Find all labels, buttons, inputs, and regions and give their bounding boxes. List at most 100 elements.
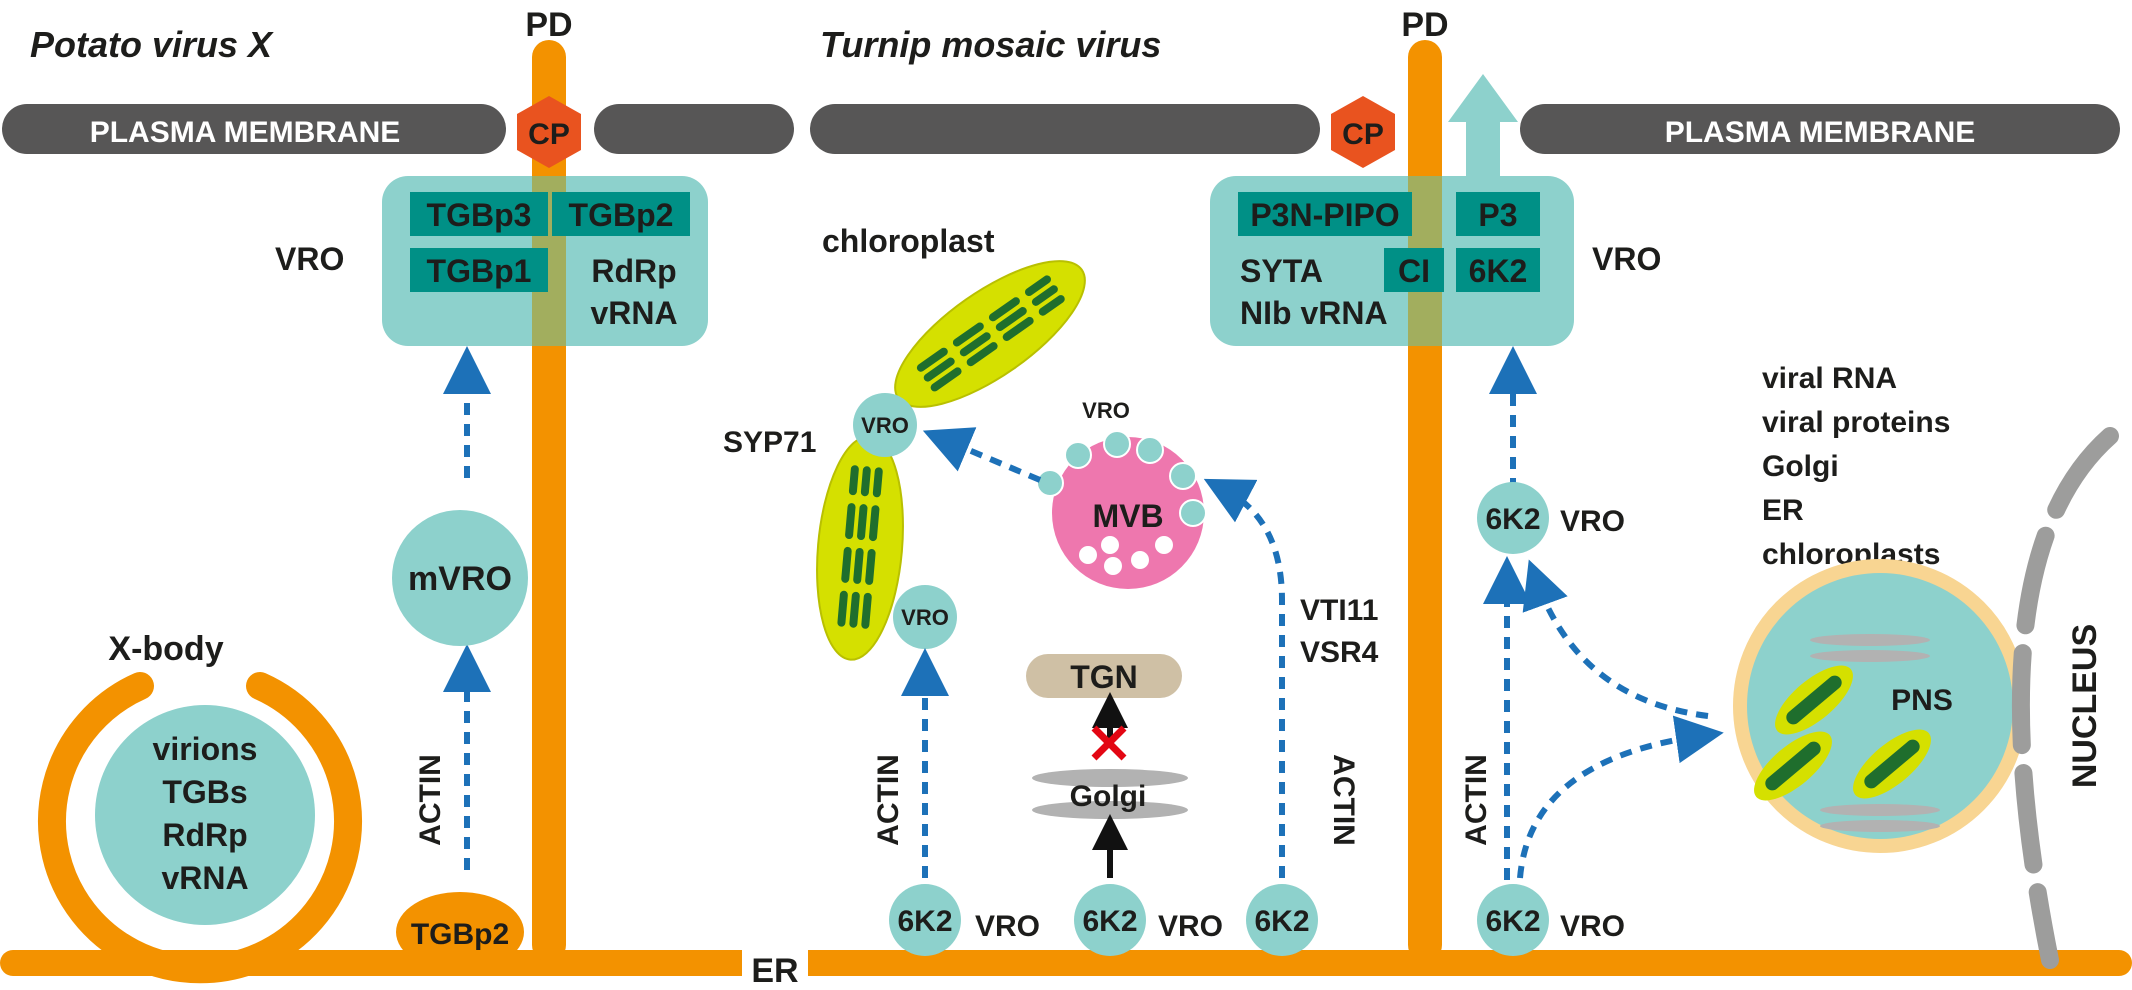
xbody-core — [95, 705, 315, 925]
arrow-pns-to-6k2 — [1522, 559, 1709, 719]
tumv-actin-label-left: ACTIN — [872, 754, 905, 846]
tumv-actin-label-mid: ACTIN — [1327, 754, 1360, 846]
arrow-mvb-to-syp71 — [922, 427, 1042, 483]
tumv-plasma-membrane-right — [1520, 104, 2120, 154]
golgi-label: Golgi — [1070, 780, 1147, 813]
er-label: ER — [751, 952, 798, 990]
xbody-title: X-body — [108, 630, 223, 668]
xbody-tgbs: TGBs — [162, 774, 247, 810]
tumv-plasma-membrane-label: PLASMA MEMBRANE — [1665, 116, 1976, 149]
er-tgbp2-label: TGBp2 — [411, 918, 509, 951]
nucleus-envelope — [2011, 427, 2119, 969]
mvro-label: mVRO — [408, 560, 512, 598]
er-6k2-site-4 — [1477, 884, 1549, 956]
vro-6k2-tag — [1456, 248, 1540, 292]
pns-chloroplast-2 — [1754, 731, 1832, 801]
mvb-label: MVB — [1092, 498, 1163, 534]
chloroplast-label: chloroplast — [822, 223, 995, 259]
tgbp1-tag — [410, 248, 548, 292]
pns-list-item-2: viral proteins — [1762, 406, 1950, 439]
tgbp2-tag — [552, 192, 690, 236]
chloroplast-vro-upper-label: VRO — [861, 413, 909, 438]
mvb-vro-label: VRO — [1082, 398, 1130, 423]
tgbp3-label: TGBp3 — [427, 197, 532, 233]
er-vro-label-3: VRO — [1560, 910, 1625, 943]
pvx-actin-label: ACTIN — [414, 754, 447, 846]
nucleus-label: NUCLEUS — [2066, 624, 2104, 788]
arrow-er-to-mvb — [1203, 478, 1285, 878]
tgbp1-label: TGBp1 — [427, 253, 532, 289]
xbody-ring — [38, 672, 362, 984]
pvx-title: Potato virus X — [30, 24, 274, 65]
upper-vro-label: VRO — [1560, 505, 1625, 538]
chloroplast-upper — [894, 260, 1086, 408]
ci-label: CI — [1398, 253, 1430, 289]
tgn-label: TGN — [1070, 659, 1138, 695]
pvx-vro-label: VRO — [275, 241, 344, 277]
pns-golgi-bottom — [1820, 804, 1940, 832]
xbody-virions: virions — [153, 731, 258, 767]
pvx-cp-label: CP — [528, 118, 570, 151]
pvx-vrna-label: vRNA — [590, 295, 677, 331]
pns-list-item-4: ER — [1762, 494, 1804, 527]
vro-6k2-label: 6K2 — [1469, 253, 1528, 289]
er-6k2-site-3-label: 6K2 — [1254, 905, 1309, 938]
tgn-box — [1026, 654, 1182, 698]
tumv-pd-label: PD — [1401, 6, 1448, 44]
pvx-plasma-membrane-label: PLASMA MEMBRANE — [90, 116, 401, 149]
tumv-export-arrow — [1448, 74, 1518, 180]
pvx-pd-label: PD — [525, 6, 572, 44]
er-membrane — [0, 950, 2132, 976]
tgbp3-tag — [410, 192, 548, 236]
er-6k2-site-3 — [1246, 884, 1318, 956]
er-6k2-site-4-label: 6K2 — [1485, 905, 1540, 938]
pvx-cp-hexagon — [517, 96, 581, 168]
vsr4-label: VSR4 — [1300, 636, 1379, 669]
er-6k2-site-2-label: 6K2 — [1082, 905, 1137, 938]
syta-label: SYTA — [1240, 253, 1323, 289]
tumv-plasma-membrane-left — [810, 104, 1320, 154]
xbody-rdrp: RdRp — [162, 817, 247, 853]
pns-list-item-3: Golgi — [1762, 450, 1839, 483]
chloroplast-vro-lower — [893, 585, 957, 649]
tgbp2-label: TGBp2 — [569, 197, 674, 233]
nib-vrna-label: NIb vRNA — [1240, 295, 1388, 331]
pns-label: PNS — [1891, 684, 1953, 717]
vti11-label: VTI11 — [1300, 594, 1378, 627]
upper-6k2-label: 6K2 — [1485, 503, 1540, 536]
pvx-rdrp-label: RdRp — [591, 253, 676, 289]
syp71-label: SYP71 — [723, 426, 816, 459]
mvro-circle — [392, 510, 528, 646]
golgi-block-mark — [1091, 725, 1127, 761]
er-6k2-site-1-label: 6K2 — [897, 905, 952, 938]
xbody-vrna: vRNA — [161, 860, 248, 896]
er-tgbp2-blob — [396, 892, 524, 972]
chloroplast-lower — [816, 435, 904, 661]
er-6k2-site-2 — [1074, 884, 1146, 956]
pns-golgi-top — [1810, 634, 1930, 662]
tumv-vro-label: VRO — [1592, 241, 1661, 277]
tumv-cp-hexagon — [1331, 96, 1395, 168]
er-vro-label-1: VRO — [975, 910, 1040, 943]
er-vro-label-2: VRO — [1158, 910, 1223, 943]
p3n-pipo-label: P3N-PIPO — [1250, 197, 1399, 233]
pvx-plasma-membrane-right — [594, 104, 794, 154]
tumv-cp-label: CP — [1342, 118, 1384, 151]
tumv-title: Turnip mosaic virus — [820, 24, 1161, 65]
p3-tag — [1456, 192, 1540, 236]
golgi-stack — [1032, 769, 1188, 819]
chloroplast-vro-upper — [853, 393, 917, 457]
er-6k2-site-1 — [889, 884, 961, 956]
pns-list-item-1: viral RNA — [1762, 362, 1897, 395]
pns-chloroplast-3 — [1853, 729, 1931, 799]
ci-tag — [1384, 248, 1444, 292]
pns-chloroplast-1 — [1775, 665, 1853, 735]
p3n-pipo-tag — [1238, 192, 1412, 236]
upper-6k2-circle — [1477, 482, 1549, 554]
chloroplast-vro-lower-label: VRO — [901, 605, 949, 630]
arrow-er-to-pns — [1517, 715, 1724, 879]
tumv-actin-label-right: ACTIN — [1460, 754, 1493, 846]
p3-label: P3 — [1478, 197, 1517, 233]
pvx-plasma-membrane-left — [2, 104, 506, 154]
